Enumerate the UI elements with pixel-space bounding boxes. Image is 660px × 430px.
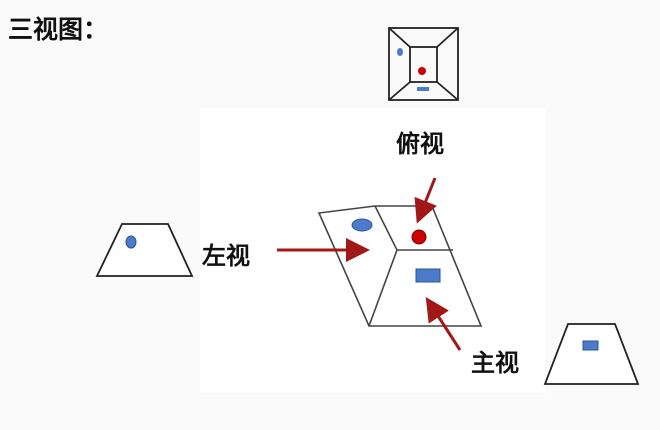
red-circle-mark: [411, 229, 427, 245]
front-view-label: 主视: [471, 349, 519, 377]
front-view-drawing: [543, 323, 640, 385]
left-view-label: 左视: [202, 242, 250, 270]
top-view-rect-mark: [417, 87, 429, 91]
top-view-drawing: [388, 27, 459, 101]
top-view-blue-mark: [397, 48, 403, 56]
blue-circle-mark: [351, 218, 373, 232]
left-view-blue-mark: [125, 235, 137, 249]
top-view-arrow: [414, 177, 437, 224]
solid-object: [317, 205, 483, 327]
left-view-drawing: [95, 223, 194, 277]
top-view-red-mark: [418, 67, 426, 75]
top-view-label: 俯视: [396, 130, 444, 158]
diagram-panel: [200, 108, 545, 393]
front-view-arrow: [425, 296, 462, 351]
front-view-rect-mark: [582, 340, 599, 351]
blue-rect-mark: [415, 268, 441, 283]
page-title: 三视图：: [8, 15, 109, 44]
